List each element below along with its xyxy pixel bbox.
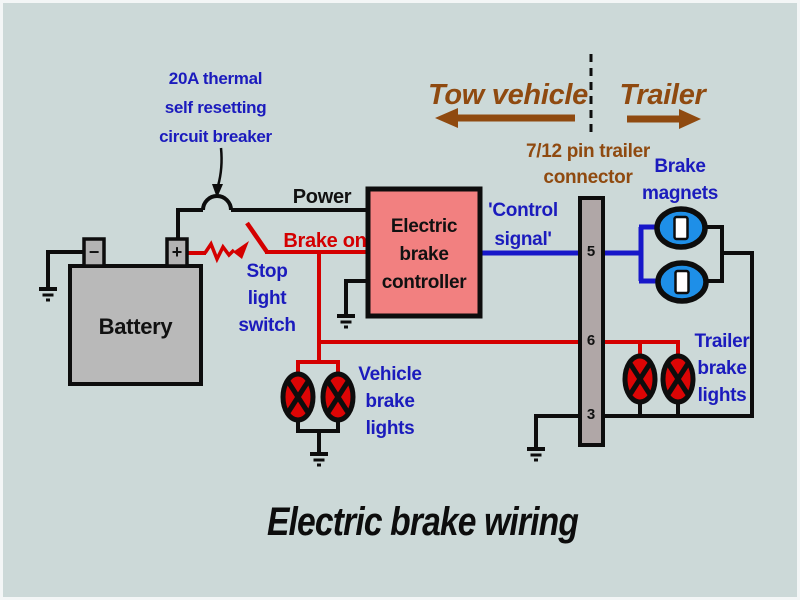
battery-label: Battery: [98, 314, 173, 339]
control-signal-wire: [480, 224, 659, 284]
vehicle-brake-lights-label-line3: lights: [365, 418, 415, 439]
vehicle-brake-lamp-1: [280, 371, 316, 423]
brake-magnet-1: [654, 206, 708, 250]
tow-vehicle-arrow: [435, 108, 575, 128]
trailer-connector-label-line1: 7/12 pin trailer: [525, 141, 651, 162]
controller-label: Electric brake controller: [373, 213, 475, 297]
breaker-pointer-arrow: [212, 147, 223, 198]
vehicle-brake-lights-label-line1: Vehicle: [358, 364, 422, 385]
ground-symbol-battery: [39, 287, 57, 302]
brake-on-wire: [187, 221, 368, 264]
circuit-breaker-label-line3: circuit breaker: [159, 127, 272, 146]
stop-light-switch-label: Stop light switch: [222, 258, 312, 339]
circuit-breaker-symbol: [201, 194, 233, 211]
brake-magnets-label-line2: magnets: [641, 183, 719, 204]
ground-symbol-vehicle-lights: [310, 452, 328, 467]
vehicle-brake-lamp-2: [320, 371, 356, 423]
brake-on-label: Brake on: [283, 230, 367, 252]
connector-pin-3-label: 3: [586, 406, 596, 423]
battery-body: [68, 264, 203, 386]
circuit-breaker-label-line2: self resetting: [164, 98, 267, 117]
trailer-arrow: [627, 109, 701, 129]
controller-ground-wire: [344, 279, 368, 314]
connector-pin-5-label: 5: [586, 243, 596, 260]
stop-light-switch-blade: [245, 221, 269, 254]
trailer-brake-lamp-2: [660, 353, 696, 405]
stop-light-switch-label-line1: Stop: [246, 261, 288, 282]
battery-minus-terminal-symbol: −: [88, 242, 100, 262]
ground-symbol-trailer: [527, 447, 545, 462]
control-signal-label-line1: 'Control: [488, 200, 558, 221]
trailer-ground-wire: [534, 414, 580, 447]
trailer-brake-lights-label-line1: Trailer: [694, 331, 750, 352]
controller-label-line1: Electric: [390, 216, 458, 237]
brake-magnet-2: [655, 260, 709, 304]
circuit-breaker-label: 20A thermal self resetting circuit break…: [133, 64, 298, 151]
stop-light-switch-contact-arrow: [233, 241, 249, 259]
circuit-breaker-label-line1: 20A thermal: [168, 69, 263, 88]
brake-magnets-label: Brake magnets: [634, 153, 726, 207]
power-label: Power: [292, 186, 352, 208]
trailer-brake-lights-label-line3: lights: [697, 385, 747, 406]
battery-plus-terminal-symbol: +: [171, 242, 183, 262]
vehicle-lights-ground-wire: [296, 418, 340, 452]
brake-magnets-label-line1: Brake: [654, 156, 706, 177]
trailer-label: Trailer: [619, 79, 706, 111]
stop-light-switch-label-line2: light: [247, 288, 287, 309]
battery-terminal-plus: [165, 237, 189, 268]
controller-label-line2: brake: [399, 244, 449, 265]
trailer-brake-lamp-1: [622, 353, 658, 405]
trailer-connector-bar: [578, 196, 605, 447]
battery-ground-wire: [46, 250, 86, 288]
control-signal-label-line2: signal': [494, 229, 552, 250]
trailer-brake-lights-label-line2: brake: [697, 358, 747, 379]
stop-light-switch-label-line3: switch: [238, 315, 296, 336]
battery-terminal-minus: [82, 237, 106, 268]
ground-symbol-controller: [337, 314, 355, 329]
controller-label-line3: controller: [381, 272, 467, 293]
vehicle-brake-lights-label: Vehicle brake lights: [349, 361, 431, 442]
controller-box: [365, 186, 483, 319]
trailer-connector-label: 7/12 pin trailer connector: [510, 139, 666, 191]
vehicle-brake-lights-label-line2: brake: [365, 391, 415, 412]
trailer-connector-label-line2: connector: [543, 167, 633, 188]
control-signal-label: 'Control signal': [485, 196, 561, 254]
tow-vehicle-label: Tow vehicle: [428, 79, 589, 111]
connector-pin-6-label: 6: [586, 332, 596, 349]
diagram-title: Electric brake wiring: [266, 500, 579, 544]
trailer-brake-lights-label: Trailer brake lights: [684, 328, 760, 409]
